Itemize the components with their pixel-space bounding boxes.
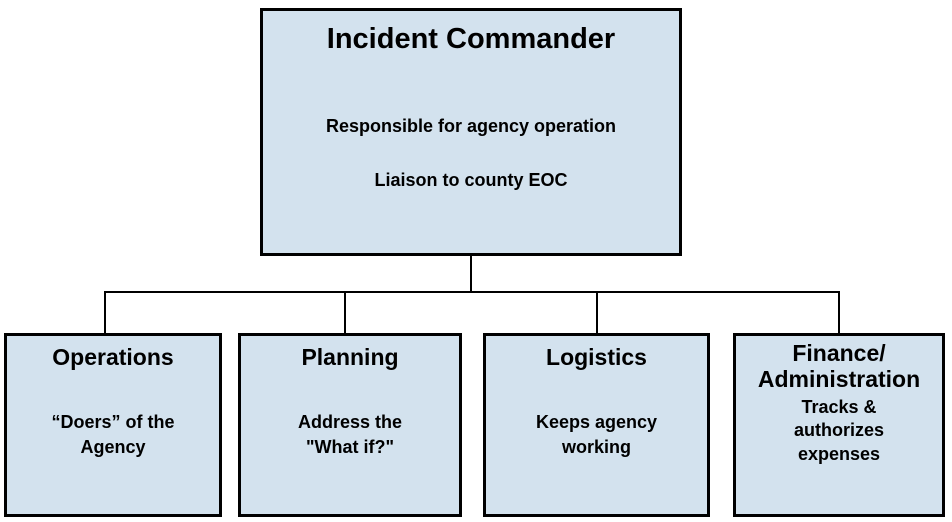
connector-drop-operations bbox=[104, 291, 106, 334]
node-operations-title: Operations bbox=[52, 344, 174, 370]
connector-drop-logistics bbox=[596, 291, 598, 334]
node-incident-commander-line-1: Responsible for agency operation bbox=[325, 116, 617, 137]
node-incident-commander-line-2: Liaison to county EOC bbox=[374, 169, 568, 190]
node-logistics: Logistics Keeps agency working bbox=[483, 333, 710, 517]
node-planning: Planning Address the "What if?" bbox=[238, 333, 462, 517]
node-logistics-title: Logistics bbox=[546, 344, 647, 370]
node-operations: Operations “Doers” of the Agency bbox=[4, 333, 222, 517]
connector-drop-planning bbox=[344, 291, 346, 334]
node-operations-body: “Doers” of the Agency bbox=[51, 412, 175, 457]
node-planning-title: Planning bbox=[301, 344, 399, 370]
node-logistics-body: Keeps agency working bbox=[535, 412, 658, 457]
connector-root-drop bbox=[470, 253, 472, 292]
connector-horizontal-rail bbox=[104, 291, 840, 293]
node-planning-body: Address the "What if?" bbox=[297, 412, 403, 457]
node-finance-administration-title: Finance/ Administration bbox=[757, 340, 921, 393]
node-incident-commander: Incident Commander Responsible for agenc… bbox=[260, 8, 682, 256]
node-finance-administration: Finance/ Administration Tracks & authori… bbox=[733, 333, 945, 517]
node-finance-administration-body: Tracks & authorizes expenses bbox=[793, 396, 885, 464]
node-incident-commander-title: Incident Commander bbox=[326, 23, 616, 55]
connector-drop-finance bbox=[838, 291, 840, 334]
